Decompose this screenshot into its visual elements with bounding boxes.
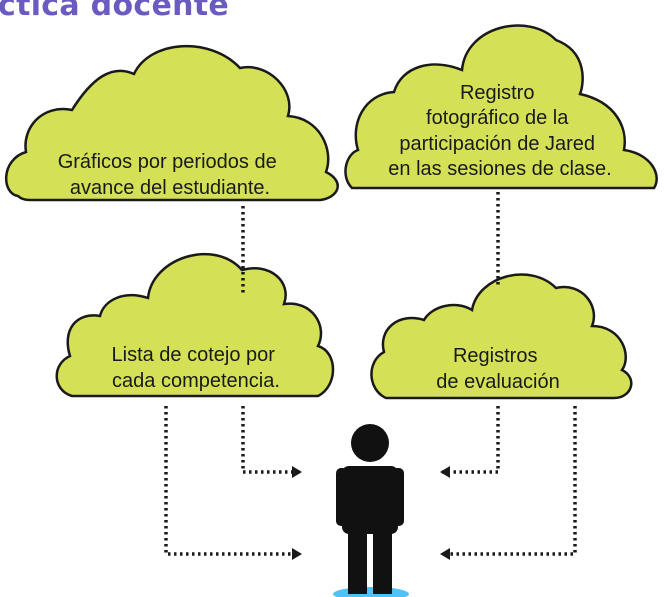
arrow-lista-outer [164, 406, 302, 560]
cloud-lista-cotejo: Lista de cotejo por cada competencia. [55, 253, 335, 398]
svg-text:Registro fotográfico de: Registro fotográfico de la participación… [388, 82, 611, 180]
arrow-lista-inner [241, 406, 302, 478]
floor-base [333, 587, 409, 597]
person-left-arm [336, 468, 348, 526]
cloud-registros-evaluacion: Registros de evaluación [370, 273, 633, 400]
svg-text:Gráficos por periodos de: Gráficos por periodos de avance del estu… [58, 151, 283, 199]
cloud-shape [55, 253, 335, 398]
person-right-arm [392, 468, 404, 526]
cloud-text-line: participación de Jared [399, 133, 595, 155]
cloud-text-line: fotográfico de la [426, 107, 569, 129]
cloud-text-line: de evaluación [436, 371, 559, 393]
cloud-graficos: Gráficos por periodos de avance del estu… [4, 45, 339, 202]
cloud-text-line: avance del estudiante. [70, 177, 270, 199]
cloud-text-line: Gráficos por periodos de [58, 151, 277, 173]
arrow-registros-inner [440, 406, 500, 478]
person-torso [342, 466, 398, 534]
cloud-registro-fotografico: Registro fotográfico de la participación… [344, 24, 658, 190]
cloud-shape [4, 45, 339, 202]
arrow-registros-outer [440, 406, 577, 560]
cloud-shape [344, 24, 658, 190]
cloud-shape [370, 273, 633, 400]
cloud-text-line: Registro [460, 82, 534, 104]
svg-text:Registros de evaluación: Registros de evaluación [436, 345, 559, 393]
page-title: ctica docente [0, 0, 230, 23]
person-right-leg [373, 526, 392, 594]
cloud-text-line: Lista de cotejo por [112, 344, 276, 366]
svg-text:Lista de cotejo por cada: Lista de cotejo por cada competencia. [112, 344, 281, 392]
person-left-leg [348, 526, 367, 594]
cloud-text-line: Registros [453, 345, 537, 367]
cloud-text-line: en las sesiones de clase. [388, 158, 611, 180]
person-icon [333, 424, 409, 597]
cloud-text-line: cada competencia. [112, 370, 280, 392]
person-head [351, 424, 389, 462]
